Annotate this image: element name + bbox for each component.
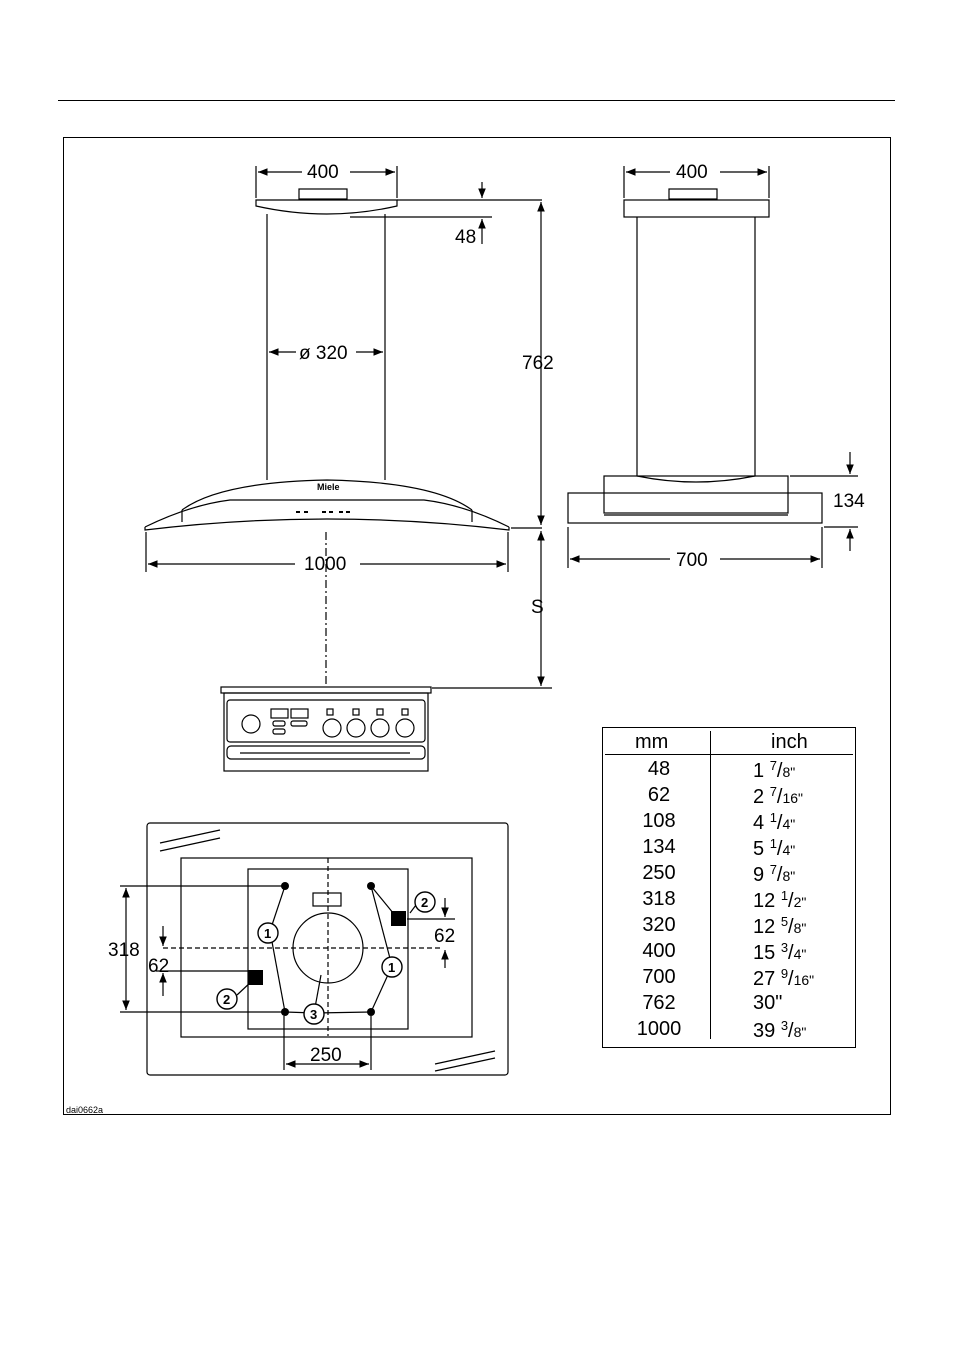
dim-762: 762 — [522, 353, 554, 374]
inch-denominator: 2" — [794, 894, 807, 910]
inch-whole: 30" — [753, 992, 782, 1014]
inch-numerator: 7 — [770, 862, 777, 877]
table-row: 700 27 9/16" — [603, 966, 855, 992]
inch-whole: 4 — [753, 812, 770, 834]
dim-400-front: 400 — [307, 162, 339, 183]
inch-whole: 15 — [753, 942, 781, 964]
row-inch: 5 1/4" — [753, 836, 795, 861]
row-mm: 48 — [603, 758, 715, 781]
dim-134: 134 — [833, 491, 865, 512]
inch-whole: 12 — [753, 916, 781, 938]
row-inch: 12 1/2" — [753, 888, 806, 913]
inch-numerator: 7 — [770, 758, 777, 773]
row-inch: 15 3/4" — [753, 940, 806, 965]
inch-numerator: 1 — [770, 836, 777, 851]
row-mm: 762 — [603, 992, 715, 1015]
table-row: 108 4 1/4" — [603, 810, 855, 836]
table-row: 318 12 1/2" — [603, 888, 855, 914]
dim-s: S — [531, 597, 544, 618]
table-row: 134 5 1/4" — [603, 836, 855, 862]
dim-700: 700 — [676, 550, 708, 571]
dim-1000: 1000 — [304, 554, 346, 575]
inch-denominator: 4" — [782, 816, 795, 832]
row-inch: 1 7/8" — [753, 758, 795, 783]
row-mm: 250 — [603, 862, 715, 885]
inch-denominator: 8" — [794, 920, 807, 936]
inch-whole: 39 — [753, 1020, 781, 1042]
row-inch: 27 9/16" — [753, 966, 814, 991]
inch-whole: 5 — [753, 838, 770, 860]
header-mm: mm — [635, 731, 668, 754]
dim-48: 48 — [455, 227, 476, 248]
table-row: 1000 39 3/8" — [603, 1018, 855, 1044]
row-inch: 30" — [753, 992, 782, 1015]
callout-3: 3 — [310, 1007, 317, 1022]
inch-whole: 12 — [753, 890, 781, 912]
header-divider — [605, 754, 853, 755]
inch-whole: 2 — [753, 786, 770, 808]
inch-denominator: 4" — [794, 946, 807, 962]
row-mm: 320 — [603, 914, 715, 937]
dim-62-right: 62 — [434, 926, 455, 947]
header-inch: inch — [771, 731, 808, 754]
inch-numerator: 3 — [781, 940, 788, 955]
ceiling-plan — [120, 823, 508, 1075]
inch-numerator: 9 — [781, 966, 788, 981]
brand-logo: Miele — [317, 482, 340, 492]
mounting-holes — [248, 882, 406, 1016]
callout-1-right: 1 — [388, 960, 395, 975]
dim-62-left: 62 — [148, 956, 169, 977]
figure-id: dai0662a — [66, 1105, 103, 1115]
table-row: 48 1 7/8" — [603, 758, 855, 784]
inch-denominator: 4" — [782, 842, 795, 858]
inch-denominator: 8" — [782, 868, 795, 884]
dim-320: ø 320 — [299, 343, 348, 364]
row-mm: 108 — [603, 810, 715, 833]
inch-denominator: 8" — [794, 1024, 807, 1040]
callout-2-left: 2 — [223, 992, 230, 1007]
hood-side-view — [568, 166, 858, 568]
dim-318: 318 — [108, 940, 140, 961]
hood-control-buttons — [296, 511, 350, 513]
inch-whole: 27 — [753, 968, 781, 990]
row-mm: 400 — [603, 940, 715, 963]
row-inch: 9 7/8" — [753, 862, 795, 887]
inch-numerator: 1 — [770, 810, 777, 825]
callout-2-right: 2 — [421, 895, 428, 910]
row-inch: 39 3/8" — [753, 1018, 806, 1043]
callout-1-left: 1 — [264, 926, 271, 941]
row-mm: 62 — [603, 784, 715, 807]
table-row: 762 30" — [603, 992, 855, 1018]
table-row: 400 15 3/4" — [603, 940, 855, 966]
inch-whole: 1 — [753, 760, 770, 782]
inch-numerator: 1 — [781, 888, 788, 903]
row-inch: 12 5/8" — [753, 914, 806, 939]
hood-front-view — [145, 166, 552, 688]
inch-numerator: 7 — [770, 784, 777, 799]
inch-denominator: 16" — [782, 790, 803, 806]
row-inch: 2 7/16" — [753, 784, 803, 809]
inch-numerator: 5 — [781, 914, 788, 929]
row-inch: 4 1/4" — [753, 810, 795, 835]
table-row: 250 9 7/8" — [603, 862, 855, 888]
inch-numerator: 3 — [781, 1018, 788, 1033]
row-mm: 1000 — [603, 1018, 715, 1041]
inch-denominator: 8" — [782, 764, 795, 780]
dim-400-side: 400 — [676, 162, 708, 183]
inch-denominator: 16" — [794, 972, 815, 988]
cooker-illustration — [221, 687, 431, 771]
row-mm: 134 — [603, 836, 715, 859]
table-row: 320 12 5/8" — [603, 914, 855, 940]
dim-250: 250 — [310, 1045, 342, 1066]
table-row: 62 2 7/16" — [603, 784, 855, 810]
inch-whole: 9 — [753, 864, 770, 886]
table-header: mm inch — [603, 728, 855, 755]
row-mm: 318 — [603, 888, 715, 911]
row-mm: 700 — [603, 966, 715, 989]
